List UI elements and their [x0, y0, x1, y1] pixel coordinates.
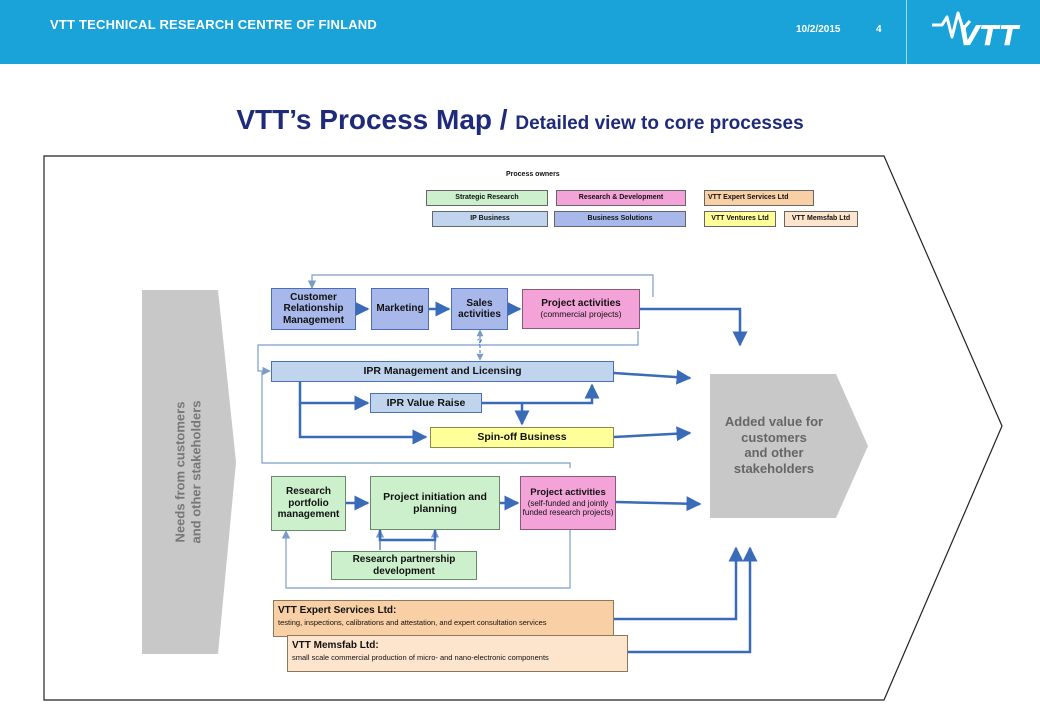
project-commercial-sub: (commercial projects) — [540, 308, 622, 319]
project-initiation-process: Project initiation and planning — [370, 476, 500, 530]
project-funded-sub: (self-funded and jointly funded research… — [522, 499, 614, 518]
owner-strategic-research: Strategic Research — [426, 190, 548, 206]
expert-to-value — [614, 546, 744, 621]
ipr-to-value — [613, 369, 692, 385]
spinoff-business-process: Spin-off Business — [430, 427, 614, 448]
owner-business-solutions: Business Solutions — [554, 211, 686, 227]
organization-name: VTT TECHNICAL RESEARCH CENTRE OF FINLAND — [50, 17, 377, 32]
spinoff-to-value — [613, 426, 692, 442]
expert-services-title: VTT Expert Services Ltd: — [278, 605, 397, 616]
ipr-value-raise-process: IPR Value Raise — [370, 393, 482, 413]
needs-label: Needs from customers and other stakehold… — [172, 400, 203, 543]
memsfab-text: small scale commercial production of mic… — [292, 653, 549, 662]
expert-services-text: testing, inspections, calibrations and a… — [278, 618, 547, 627]
project-funded-process: Project activities (self-funded and join… — [520, 476, 616, 530]
needs-line-1: Needs from customers — [172, 401, 188, 543]
memsfab-box: VTT Memsfab Ltd: small scale commercial … — [287, 635, 628, 672]
owner-ip-business: IP Business — [432, 211, 548, 227]
ipr-management-process: IPR Management and Licensing — [271, 361, 614, 382]
sales-process: Sales activities — [451, 288, 508, 330]
process-owners-title: Process owners — [506, 171, 560, 178]
page-number: 4 — [876, 24, 882, 35]
project-commercial-process: Project activities (commercial projects) — [522, 289, 640, 329]
project-commercial-title: Project activities — [541, 298, 621, 310]
needs-line-2: and other stakeholders — [188, 400, 203, 544]
owner-memsfab: VTT Memsfab Ltd — [784, 211, 858, 227]
expert-services-box: VTT Expert Services Ltd: testing, inspec… — [273, 600, 614, 637]
research-portfolio-process: Research portfolio management — [271, 476, 346, 531]
added-value-line-1: Added value for — [724, 414, 824, 429]
needs-arrow-shape — [142, 290, 236, 654]
header-bar: VTT TECHNICAL RESEARCH CENTRE OF FINLAND… — [0, 0, 1040, 64]
owner-ventures: VTT Ventures Ltd — [704, 211, 776, 227]
added-value-label: Added value for customers and other stak… — [718, 414, 830, 476]
marketing-process: Marketing — [371, 288, 429, 330]
ipr-feedback-loop — [257, 331, 639, 376]
slide-title: VTT’s Process Map / Detailed view to cor… — [0, 104, 1040, 136]
added-value-arrow-shape — [710, 374, 868, 518]
memsfab-title: VTT Memsfab Ltd: — [292, 640, 379, 651]
added-value-line-3: and other — [744, 445, 804, 461]
ipr-value-to-ipr — [482, 383, 600, 405]
project-commercial-to-value — [640, 307, 748, 347]
question-mark: ? — [477, 337, 483, 347]
slide-date: 10/2/2015 — [796, 24, 841, 35]
frame-outline — [43, 155, 1003, 701]
title-sub: Detailed view to core processes — [515, 113, 804, 134]
crm-feedback-loop — [307, 274, 654, 297]
portfolio-feedback-loop — [281, 528, 571, 589]
project-funded-title: Project activities — [530, 487, 606, 499]
research-partnership-process: Research partnership development — [331, 551, 477, 580]
research-feedback-loop — [261, 372, 571, 468]
header-divider — [906, 0, 907, 64]
crm-process: Customer Relationship Management — [271, 288, 356, 330]
logo-text: VTT — [958, 19, 1020, 52]
added-value-line-2: customers — [741, 429, 807, 445]
ipr-to-ipr-value — [298, 382, 370, 411]
added-value-line-4: stakeholders — [733, 460, 815, 476]
memsfab-to-value — [628, 546, 758, 654]
ipr-to-spinoff — [298, 403, 428, 445]
project-funded-to-value — [615, 496, 702, 512]
initiation-return — [378, 530, 437, 542]
vtt-logo: VTT — [932, 11, 1020, 52]
owner-research-development: Research & Development — [556, 190, 686, 206]
title-main: VTT’s Process Map / — [236, 104, 516, 135]
owner-expert-services: VTT Expert Services Ltd — [704, 190, 814, 206]
